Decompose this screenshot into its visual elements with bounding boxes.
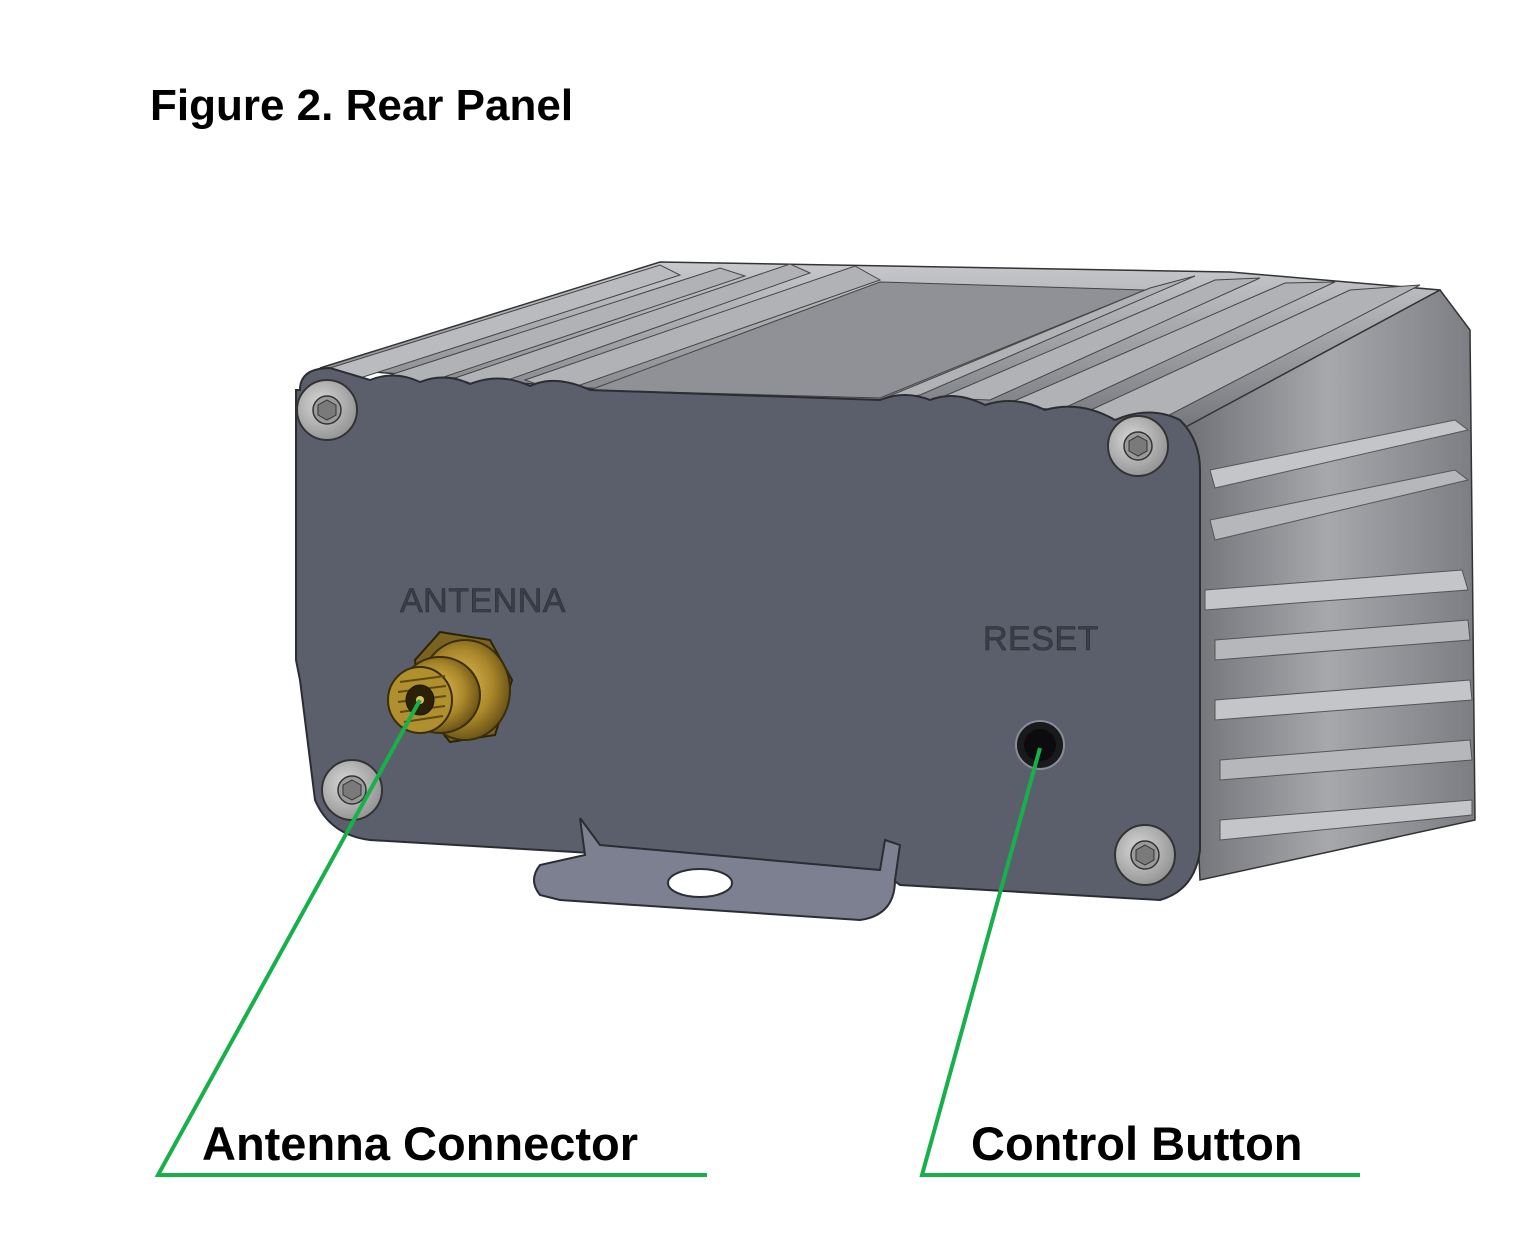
antenna-connector-icon[interactable]: [387, 630, 514, 744]
screw-bottom-left-icon: [321, 759, 383, 821]
screw-top-right-icon: [1107, 415, 1169, 477]
screw-bottom-right-icon: [1114, 824, 1176, 886]
reset-button-hole[interactable]: [1015, 720, 1065, 770]
figure-title: Figure 2. Rear Panel: [150, 81, 574, 130]
reset-engraving: RESET: [983, 620, 1099, 658]
housing-top: [319, 261, 1461, 441]
screw-top-left-icon: [296, 379, 358, 441]
housing-side: [1179, 289, 1476, 881]
callout-label-control-button: Control Button: [971, 1117, 1303, 1170]
callout-line-control: [919, 747, 1360, 1177]
callout-label-antenna-connector: Antenna Connector: [202, 1117, 639, 1170]
panel-face: [295, 366, 1201, 902]
antenna-engraving: ANTENNA: [400, 582, 566, 620]
callout-line-antenna: [154, 699, 707, 1177]
mounting-tab: [533, 817, 902, 922]
